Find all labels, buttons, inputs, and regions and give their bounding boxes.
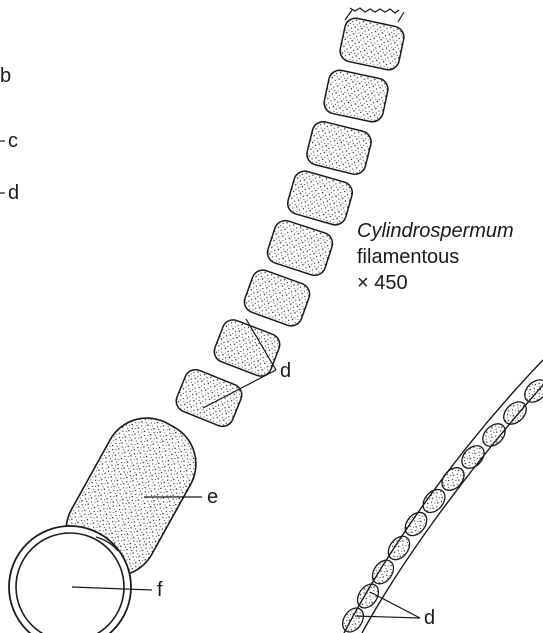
vegetative-cell	[305, 119, 374, 176]
vegetative-cell	[285, 169, 355, 228]
left-edge-labels: b c d	[0, 65, 19, 204]
chain-cell	[401, 508, 431, 540]
label-akinete: e	[207, 486, 218, 508]
caption-form: filamentous	[357, 244, 514, 270]
vegetative-cell	[338, 16, 406, 72]
chain-cell	[457, 441, 488, 472]
vegetative-cell	[241, 267, 312, 329]
label-c: c	[8, 130, 18, 152]
label-vegetative-cells: d	[280, 360, 291, 382]
vegetative-cell	[322, 68, 390, 124]
main-filament	[9, 8, 406, 633]
chain-cell	[419, 485, 450, 516]
chain-cell	[338, 604, 367, 633]
vegetative-cell	[173, 366, 245, 429]
second-filament	[338, 360, 543, 633]
vegetative-cell	[265, 218, 336, 278]
chain-cell	[438, 463, 469, 494]
label-b: b	[0, 65, 11, 87]
caption-genus: Cylindrospermum	[357, 218, 514, 244]
label-d-left: d	[8, 182, 19, 204]
chain-cell	[478, 419, 509, 450]
caption-magnification: × 450	[357, 270, 514, 296]
vegetative-cell	[211, 317, 283, 380]
label-second-filament-cells: d	[424, 607, 435, 629]
label-heterocyst: f	[157, 579, 163, 601]
filament-torn-end	[350, 8, 399, 13]
figure-caption: Cylindrospermum filamentous × 450	[357, 218, 514, 296]
chain-cell	[384, 532, 414, 564]
